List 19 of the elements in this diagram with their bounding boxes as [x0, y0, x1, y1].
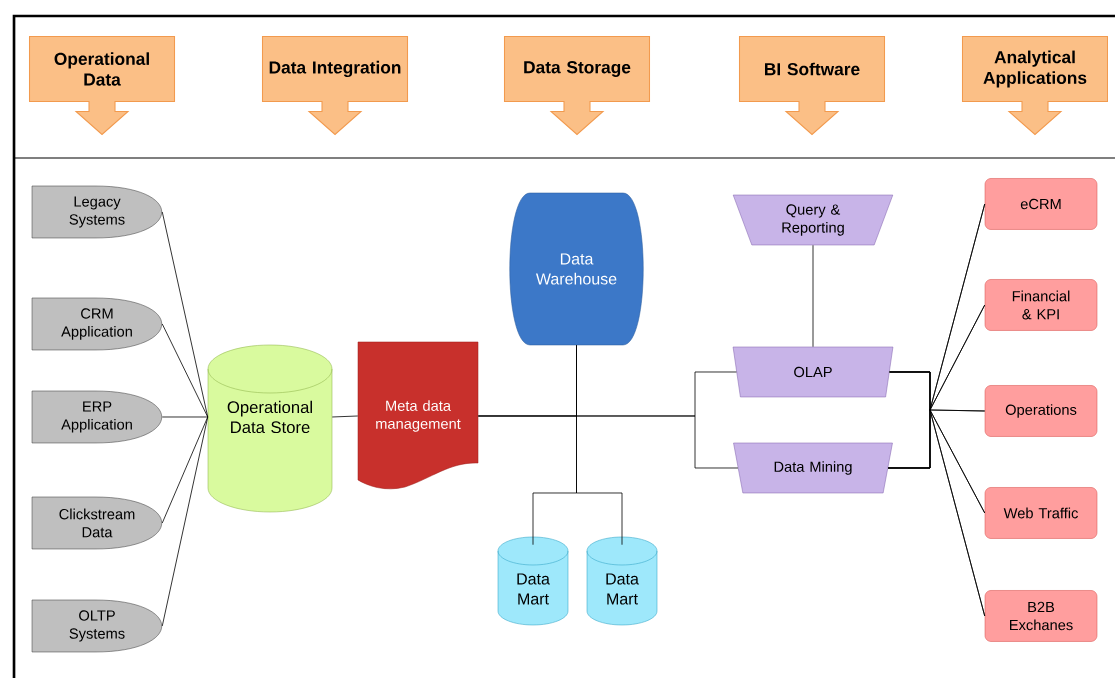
- connector-line: [887, 409, 986, 617]
- connector-line: [161, 416, 209, 524]
- storage-drum: Data Warehouse: [509, 192, 644, 346]
- connector-line: [161, 416, 209, 627]
- application-box: Operations: [984, 385, 1098, 437]
- application-box: eCRM: [984, 178, 1098, 230]
- connector-line: [161, 416, 209, 418]
- connector-line: [161, 323, 209, 418]
- connector-line: [331, 415, 359, 418]
- application-box: Web Traffic: [984, 487, 1098, 539]
- database-cylinder: Operational Data Store: [207, 344, 333, 513]
- connector-line: [477, 415, 739, 469]
- connector-line: [161, 211, 209, 418]
- application-box: Financial & KPI: [984, 279, 1098, 331]
- connector-line: [812, 244, 814, 348]
- connector-line: [576, 344, 623, 546]
- application-box: B2B Exchanes: [984, 590, 1098, 642]
- database-cylinder: Data Mart: [497, 536, 569, 626]
- database-cylinder: Data Mart: [586, 536, 658, 626]
